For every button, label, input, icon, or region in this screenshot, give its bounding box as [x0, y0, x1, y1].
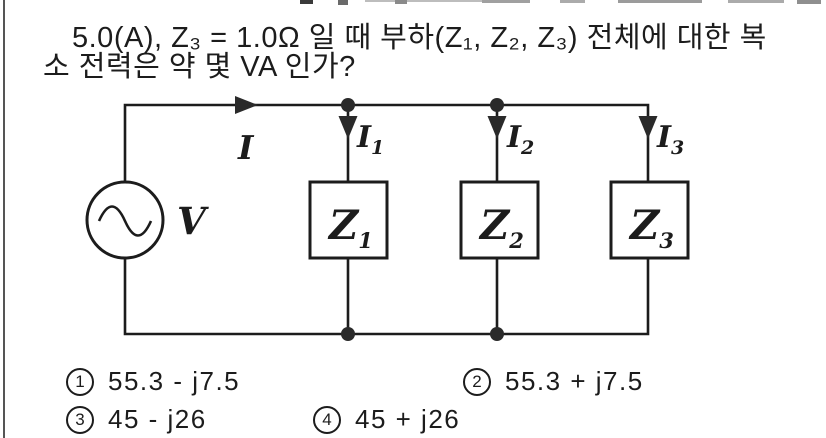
- sine-wave-icon: [97, 205, 153, 237]
- option-3-value: 45 - j26: [108, 404, 207, 434]
- branch-2-arrow-icon: [487, 116, 507, 139]
- junction-dot: [341, 98, 355, 112]
- source-voltage-label: V: [177, 199, 209, 243]
- option-1-circled-number: 1: [66, 367, 94, 396]
- impedance-box-2: [459, 180, 540, 260]
- branch-3-arrow-icon: [638, 116, 658, 139]
- scan-artifact: [618, 0, 702, 3]
- impedance-3-label: Z3: [628, 202, 674, 253]
- impedance-2-label: Z2: [478, 202, 524, 253]
- answer-option-4: 4 45 + j26: [313, 404, 460, 435]
- option-1-value: 55.3 - j7.5: [108, 366, 241, 396]
- answer-option-2: 2 55.3 + j7.5: [463, 366, 644, 397]
- junction-dot: [341, 327, 355, 341]
- question-text-line-1: 5.0(A), Z₃ = 1.0Ω 일 때 부하(Z₁, Z₂, Z₃) 전체에…: [72, 22, 767, 54]
- wire-top-rail: [123, 103, 650, 184]
- impedance-box-3: [609, 180, 690, 260]
- scan-artifact: [338, 0, 348, 5]
- branch-2-current-label: I2: [506, 120, 534, 159]
- question-text-line-2: 소 전력은 약 몇 VA 인가?: [43, 51, 356, 83]
- option-3-circled-number: 3: [66, 405, 94, 434]
- wire-bottom-rail: [123, 256, 650, 336]
- scan-artifact: [728, 0, 784, 3]
- scan-artifact: [797, 0, 821, 4]
- answer-option-1: 1 55.3 - j7.5: [66, 366, 240, 397]
- impedance-1-label: Z1: [327, 202, 373, 253]
- scan-artifact: [365, 0, 520, 2]
- junction-dot: [490, 98, 504, 112]
- junction-dot: [490, 327, 504, 341]
- main-current-arrow-icon: [235, 96, 258, 114]
- option-2-circled-number: 2: [463, 367, 491, 396]
- scan-artifact: [482, 0, 530, 3]
- option-2-value: 55.3 + j7.5: [505, 366, 644, 396]
- scan-artifact: [300, 0, 313, 4]
- branch-1-current-label: I1: [356, 120, 384, 159]
- impedance-box-1: [308, 180, 389, 260]
- scan-artifact: [560, 0, 585, 3]
- scan-artifact: [395, 0, 407, 4]
- branch-1-arrow-icon: [338, 116, 358, 139]
- branch-3-current-label: I3: [656, 120, 684, 159]
- main-current-label: I: [237, 128, 255, 167]
- answer-option-3: 3 45 - j26: [66, 404, 207, 435]
- option-4-circled-number: 4: [313, 405, 341, 434]
- left-border-rule: [3, 0, 5, 438]
- option-4-value: 45 + j26: [355, 404, 461, 434]
